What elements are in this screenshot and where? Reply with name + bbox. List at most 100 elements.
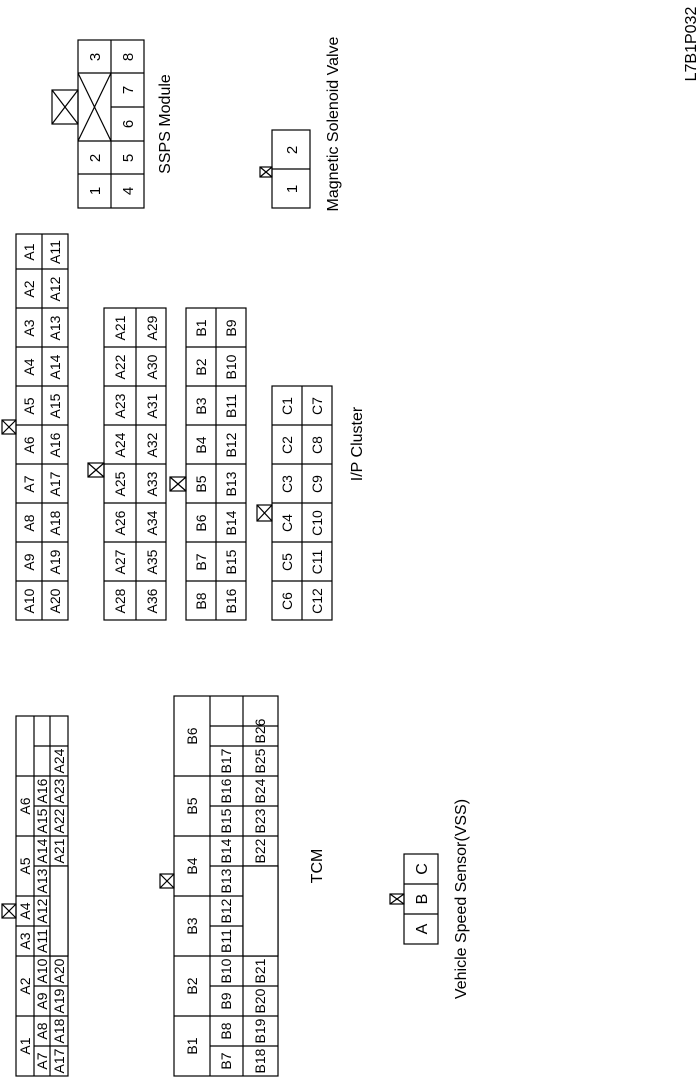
ip-c-r1-3: C3 (279, 475, 295, 493)
valve-pin-2: 2 (284, 146, 301, 154)
tcm-a-r3-6: A23 (51, 778, 67, 803)
tcm-b-top-5: B6 (184, 727, 200, 744)
tcm-b-r2-0: B7 (218, 1052, 234, 1069)
tcm-b-r2-5: B12 (218, 898, 234, 923)
ip-a2-r1-6: A22 (112, 354, 128, 379)
tcm-b-r3-8: B26 (252, 718, 268, 743)
ip-b-r2-1: B15 (223, 549, 239, 574)
tcm-a-r2-4: A11 (34, 929, 50, 953)
ip-connector-b (169, 307, 247, 621)
ip-a1-r1-5: A5 (21, 397, 37, 414)
tcm-b-r3-5: B23 (252, 808, 268, 833)
tcm-b-r3-0: B18 (252, 1048, 268, 1073)
ip-c-r2-1: C11 (309, 549, 325, 574)
ssps-pin-2: 2 (87, 154, 104, 162)
figure-code: L7B1P032 (683, 7, 700, 82)
ip-a1-r1-6: A4 (21, 358, 37, 375)
tcm-b-r3-6: B24 (252, 778, 268, 803)
ssps-pin-8: 8 (120, 53, 137, 61)
tcm-b-top-1: B2 (184, 977, 200, 994)
tcm-a-r3-4: A21 (51, 838, 67, 863)
tcm-connector-a (1, 715, 69, 1077)
tcm-a-r2-8: A15 (34, 808, 50, 833)
ip-c-r2-5: C7 (309, 397, 325, 415)
vss-pin-b: B (414, 894, 431, 905)
ip-b-r1-0: B8 (193, 592, 209, 609)
ssps-pin-1: 1 (87, 187, 104, 195)
tcm-a-r3-5: A22 (51, 808, 67, 833)
tcm-b-top-3: B4 (184, 857, 200, 874)
tcm-title: TCM (309, 849, 326, 884)
ip-a1-r1-3: A7 (21, 475, 37, 492)
tcm-a-r3-3: A20 (51, 958, 67, 983)
ssps-pin-6: 6 (120, 120, 137, 128)
ip-c-r1-0: C6 (279, 592, 295, 610)
vss-connector (389, 853, 439, 945)
tcm-b-r3-7: B25 (252, 748, 268, 773)
ip-connector-c (256, 385, 333, 621)
ip-a1-r1-7: A3 (21, 319, 37, 336)
tcm-a-top-2: A3 (17, 932, 33, 949)
ssps-pin-7: 7 (120, 86, 137, 94)
ip-b-r1-7: B1 (193, 319, 209, 336)
tcm-b-r3-1: B19 (252, 1018, 268, 1043)
ip-a1-r2-4: A16 (47, 432, 63, 457)
tcm-a-r2-0: A7 (34, 1052, 50, 1069)
ip-a2-r1-0: A28 (112, 588, 128, 613)
tcm-a-r2-5: A12 (34, 898, 50, 923)
tcm-b-r2-4: B11 (218, 929, 234, 953)
tcm-a-r2-6: A13 (34, 868, 50, 893)
tcm-b-top-0: B1 (184, 1037, 200, 1054)
tcm-a-r2-1: A8 (34, 1022, 50, 1039)
ip-a1-r1-1: A9 (21, 553, 37, 570)
ip-a1-r1-2: A8 (21, 514, 37, 531)
tcm-a-top-1: A2 (17, 977, 33, 994)
ip-a1-r2-1: A19 (47, 549, 63, 574)
tcm-b-r2-7: B14 (218, 838, 234, 863)
tcm-b-r2-6: B13 (218, 868, 234, 893)
tcm-b-r2-1: B8 (218, 1022, 234, 1039)
vss-pin-c: C (414, 863, 431, 875)
valve-title: Magnetic Solenoid Valve (325, 36, 342, 211)
tcm-b-r3-4: B22 (252, 838, 268, 863)
ip-connector-a1 (1, 233, 69, 621)
tcm-b-r3-2: B20 (252, 988, 268, 1013)
ip-a1-r2-2: A18 (47, 510, 63, 535)
ip-a2-r2-1: A35 (144, 549, 160, 574)
ip-c-r2-3: C9 (309, 475, 325, 493)
ip-c-r2-0: C12 (309, 588, 325, 614)
tcm-a-top-3: A4 (17, 902, 33, 919)
vss-pin-a: A (414, 923, 431, 934)
ip-a2-r2-3: A33 (144, 471, 160, 496)
ip-b-r1-3: B5 (193, 475, 209, 492)
ip-connector-a2 (87, 307, 167, 621)
tcm-a-r3-7: A24 (51, 748, 67, 773)
ip-b-r2-4: B12 (223, 432, 239, 457)
ip-b-r2-2: B14 (223, 510, 239, 535)
ip-b-r2-3: B13 (223, 471, 239, 496)
ip-b-r2-6: B10 (223, 354, 239, 379)
ip-a1-r2-5: A15 (47, 393, 63, 418)
ssps-title: SSPS Module (157, 74, 174, 174)
ip-a2-r2-7: A29 (144, 315, 160, 340)
ip-a2-r2-2: A34 (144, 510, 160, 535)
ip-c-r2-2: C10 (309, 510, 325, 536)
valve-pin-1: 1 (284, 185, 301, 193)
tcm-a-r2-9: A16 (34, 778, 50, 803)
ip-c-r1-4: C2 (279, 436, 295, 454)
ip-a2-r1-7: A21 (112, 315, 128, 340)
ip-a1-r1-9: A1 (21, 243, 37, 260)
ip-c-r1-1: C5 (279, 553, 295, 571)
tcm-a-top-5: A6 (17, 797, 33, 814)
ip-b-r1-4: B4 (193, 436, 209, 453)
tcm-b-top-4: B5 (184, 797, 200, 814)
ip-a1-r2-0: A20 (47, 588, 63, 613)
tcm-a-r2-2: A9 (34, 992, 50, 1009)
tcm-a-r2-3: A10 (34, 958, 50, 983)
ip-a2-r2-4: A32 (144, 432, 160, 457)
ip-a1-r2-8: A12 (47, 276, 63, 301)
ip-a2-r2-0: A36 (144, 588, 160, 613)
tcm-connector-b (159, 695, 279, 1077)
ip-cluster-title: I/P Cluster (349, 406, 366, 481)
ip-c-r1-2: C4 (279, 514, 295, 532)
